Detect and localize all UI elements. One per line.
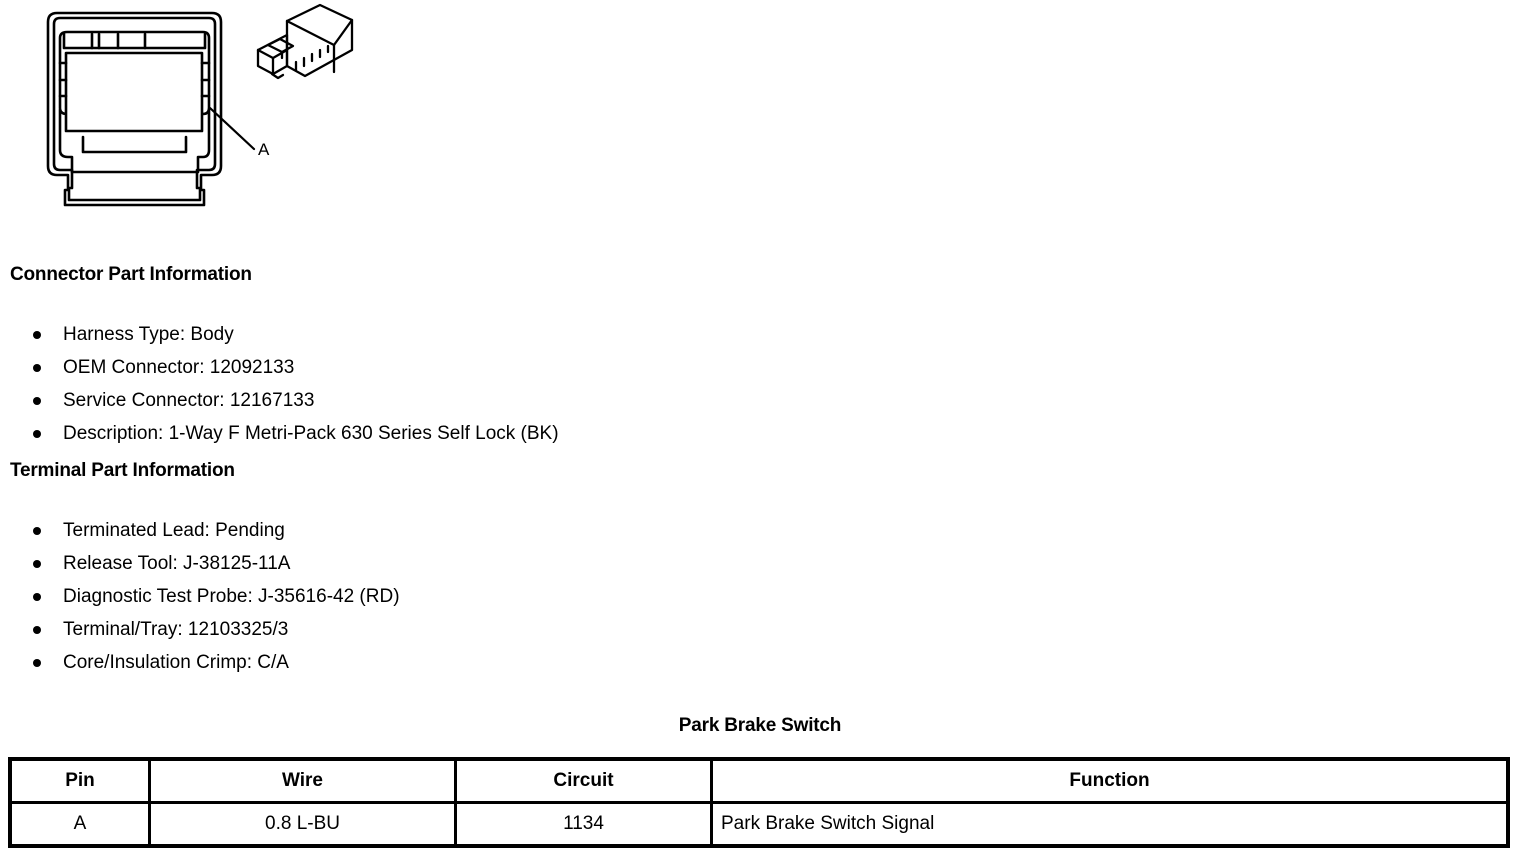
list-item: OEM Connector: 12092133 — [0, 351, 559, 384]
bullet-icon — [33, 364, 41, 372]
bullet-icon — [33, 659, 41, 667]
bullet-icon — [33, 331, 41, 339]
list-item: Description: 1-Way F Metri-Pack 630 Seri… — [0, 417, 559, 450]
connector-illustration: A — [0, 0, 400, 235]
bullet-icon — [33, 560, 41, 568]
list-item: Terminated Lead: Pending — [0, 514, 400, 547]
cell-circuit: 1134 — [455, 802, 713, 844]
pinout-table-container: Pin Wire Circuit Function A 0.8 L-BU 113… — [8, 757, 1510, 848]
list-item-text: Diagnostic Test Probe: J-35616-42 (RD) — [63, 586, 400, 607]
bullet-icon — [33, 397, 41, 405]
column-header-function: Function — [711, 761, 1506, 804]
list-item-text: OEM Connector: 12092133 — [63, 357, 295, 378]
cell-function: Park Brake Switch Signal — [721, 813, 935, 834]
pinout-table: Pin Wire Circuit Function A 0.8 L-BU 113… — [12, 761, 1506, 844]
connector-part-information-heading: Connector Part Information — [10, 264, 252, 285]
bullet-icon — [33, 626, 41, 634]
column-header-wire: Wire — [149, 761, 457, 804]
list-item-text: Harness Type: Body — [63, 324, 234, 345]
list-item-text: Service Connector: 12167133 — [63, 390, 315, 411]
bullet-icon — [33, 593, 41, 601]
cell-wire: 0.8 L-BU — [149, 802, 457, 844]
connector-front-view — [46, 11, 223, 207]
table-row: A 0.8 L-BU 1134 Park Brake Switch Signal — [12, 802, 1506, 844]
list-item-text: Description: 1-Way F Metri-Pack 630 Seri… — [63, 423, 559, 444]
callout-leader-line — [208, 106, 256, 151]
terminal-part-information-list: Terminated Lead: Pending Release Tool: J… — [0, 514, 400, 679]
list-item: Terminal/Tray: 12103325/3 — [0, 613, 400, 646]
bullet-icon — [33, 430, 41, 438]
column-header-circuit: Circuit — [455, 761, 713, 804]
callout-label-a: A — [258, 140, 270, 159]
list-item: Core/Insulation Crimp: C/A — [0, 646, 400, 679]
list-item: Harness Type: Body — [0, 318, 559, 351]
list-item: Service Connector: 12167133 — [0, 384, 559, 417]
table-header-row: Pin Wire Circuit Function — [12, 761, 1506, 804]
list-item: Release Tool: J-38125-11A — [0, 547, 400, 580]
cell-pin: A — [12, 802, 151, 844]
column-header-pin: Pin — [12, 761, 151, 804]
connector-part-information-list: Harness Type: Body OEM Connector: 120921… — [0, 318, 559, 450]
list-item-text: Core/Insulation Crimp: C/A — [63, 652, 289, 673]
list-item-text: Release Tool: J-38125-11A — [63, 553, 291, 574]
list-item-text: Terminal/Tray: 12103325/3 — [63, 619, 289, 640]
connector-isometric-view — [256, 3, 354, 80]
list-item: Diagnostic Test Probe: J-35616-42 (RD) — [0, 580, 400, 613]
list-item-text: Terminated Lead: Pending — [63, 520, 285, 541]
terminal-part-information-heading: Terminal Part Information — [10, 460, 235, 481]
pinout-table-title: Park Brake Switch — [678, 715, 842, 736]
bullet-icon — [33, 527, 41, 535]
